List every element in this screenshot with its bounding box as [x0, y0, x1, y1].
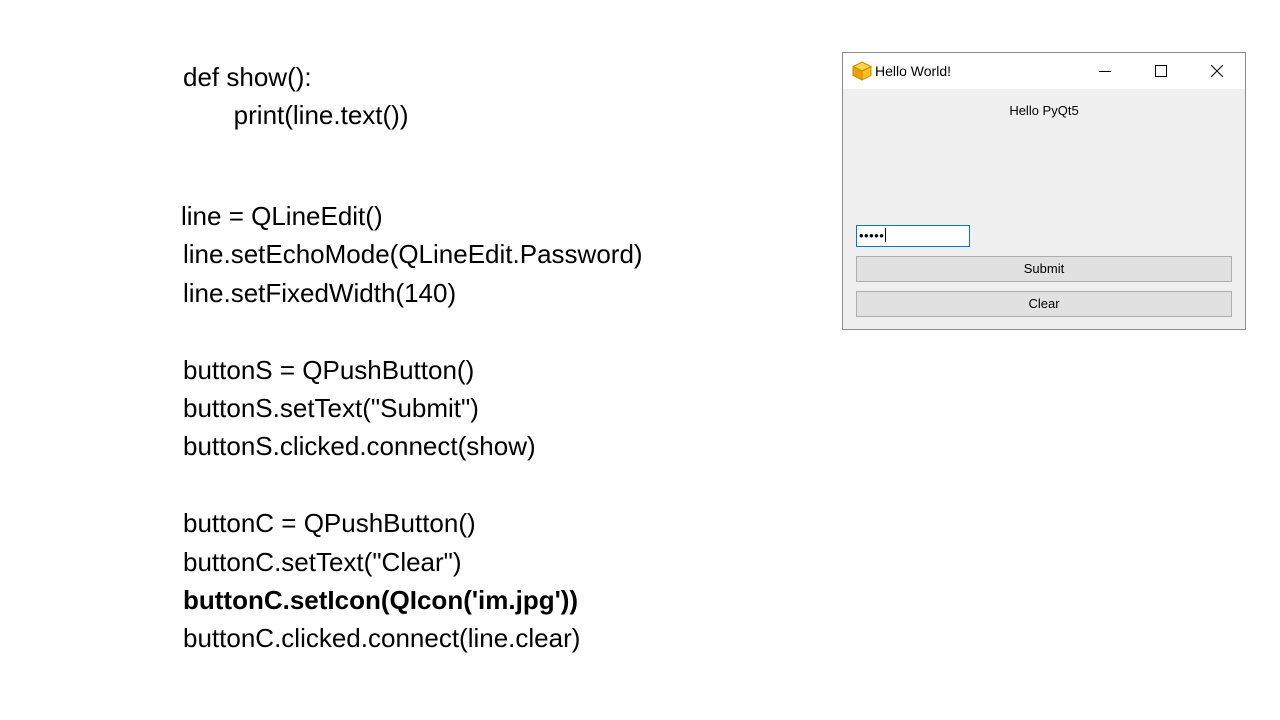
- minimize-button[interactable]: [1077, 53, 1133, 89]
- maximize-button[interactable]: [1133, 53, 1189, 89]
- close-button[interactable]: [1189, 53, 1245, 89]
- close-icon: [1211, 65, 1223, 77]
- code-line: buttonS = QPushButton(): [183, 355, 475, 385]
- window-titlebar[interactable]: Hello World!: [843, 53, 1245, 89]
- python-app-icon: [851, 60, 873, 82]
- hello-label: Hello PyQt5: [1009, 103, 1079, 118]
- code-line: buttonS.setText("Submit"): [183, 393, 479, 423]
- code-line-bold: buttonC.setIcon(QIcon('im.jpg')): [183, 585, 579, 615]
- pyqt-window: Hello World! Hello PyQt5 ••••• Submit Cl…: [842, 52, 1246, 330]
- code-line: def show():: [183, 62, 312, 92]
- code-line: buttonS.clicked.connect(show): [183, 431, 536, 461]
- password-field[interactable]: •••••: [856, 225, 970, 247]
- window-title: Hello World!: [875, 63, 951, 79]
- code-line: buttonC.clicked.connect(line.clear): [183, 623, 581, 653]
- submit-button[interactable]: Submit: [856, 256, 1232, 282]
- code-line: buttonC = QPushButton(): [183, 508, 476, 538]
- text-caret: [885, 228, 887, 242]
- code-line: buttonC.setText("Clear"): [183, 547, 462, 577]
- code-line: line.setEchoMode(QLineEdit.Password): [183, 239, 643, 269]
- code-line: line = QLineEdit(): [181, 201, 383, 231]
- password-value: •••••: [859, 228, 885, 243]
- clear-button[interactable]: Clear: [856, 291, 1232, 317]
- code-line: print(line.text()): [212, 100, 409, 130]
- maximize-icon: [1155, 65, 1167, 77]
- code-line: line.setFixedWidth(140): [183, 278, 457, 308]
- minimize-icon: [1099, 71, 1111, 72]
